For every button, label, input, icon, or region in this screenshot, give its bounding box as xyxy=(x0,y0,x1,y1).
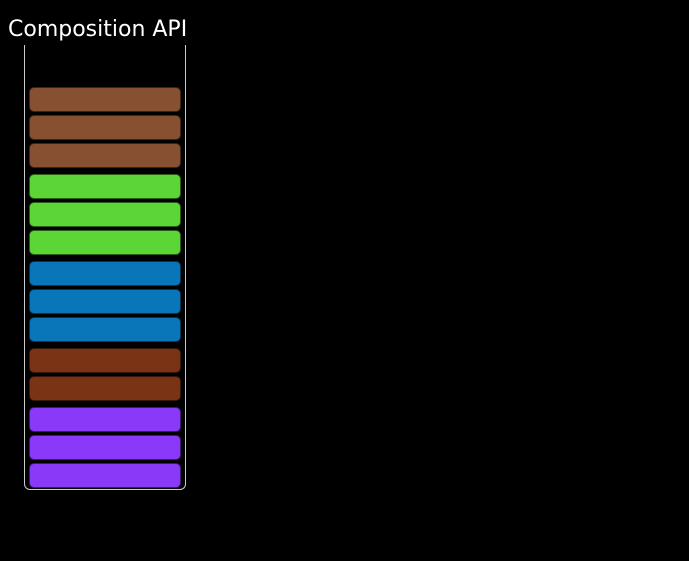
code-block xyxy=(29,261,181,286)
code-block xyxy=(29,317,181,342)
code-block xyxy=(29,463,181,488)
composition-api-column xyxy=(24,45,186,490)
figure-title: Composition API xyxy=(8,17,188,42)
code-block xyxy=(29,174,181,199)
block-group-group-2 xyxy=(29,174,181,255)
block-group-group-4 xyxy=(29,348,181,401)
code-block xyxy=(29,435,181,460)
code-block xyxy=(29,230,181,255)
code-block xyxy=(29,289,181,314)
code-blocks xyxy=(29,87,181,488)
block-group-group-3 xyxy=(29,261,181,342)
code-block xyxy=(29,407,181,432)
code-block xyxy=(29,115,181,140)
code-block xyxy=(29,348,181,373)
code-block xyxy=(29,143,181,168)
block-group-group-1 xyxy=(29,87,181,168)
code-block xyxy=(29,87,181,112)
code-block xyxy=(29,376,181,401)
code-block xyxy=(29,202,181,227)
block-group-group-5 xyxy=(29,407,181,488)
